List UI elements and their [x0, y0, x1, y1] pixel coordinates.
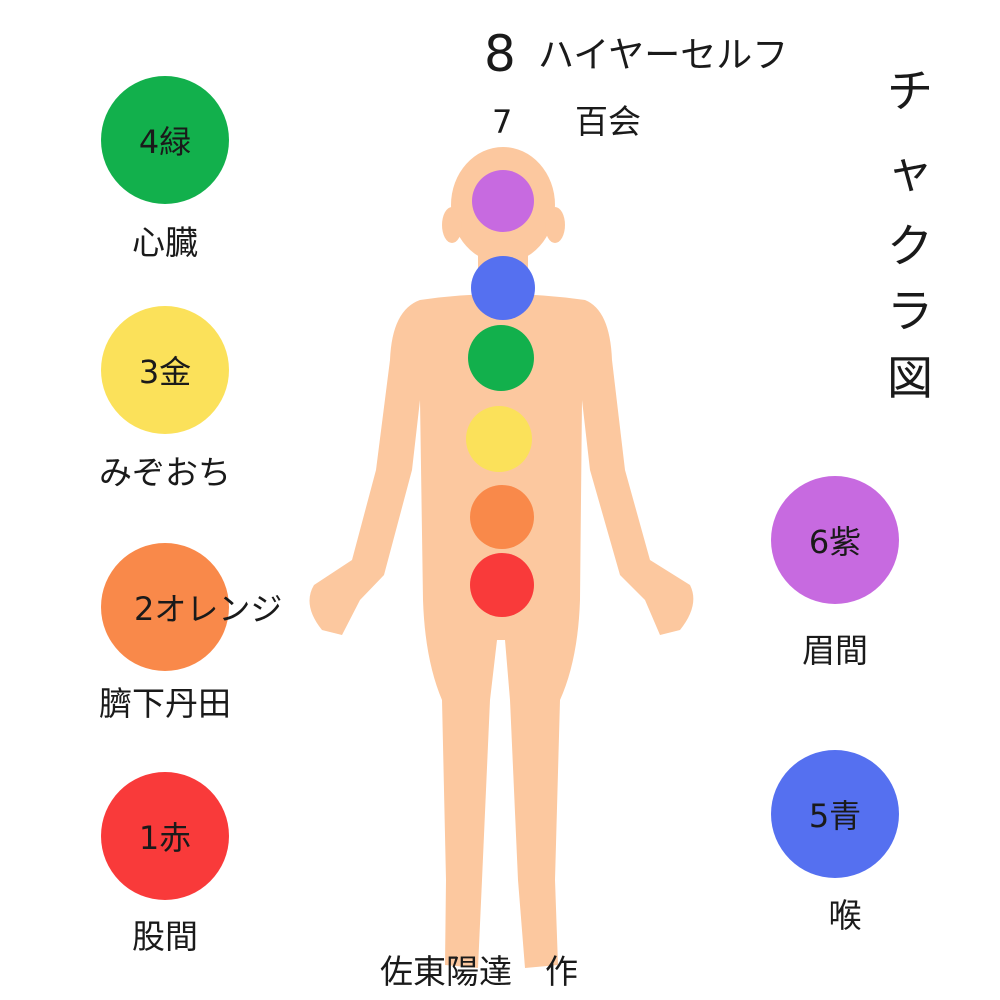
root-chakra-caption: 股間	[132, 917, 198, 956]
title-char-2: ャ	[887, 144, 933, 198]
sacral-chakra-caption: 臍下丹田	[99, 684, 231, 723]
throat-chakra-label: 5青	[808, 797, 862, 835]
brow-chakra-caption: 眉間	[802, 631, 868, 670]
solar-plexus-chakra-label: 3金	[138, 353, 192, 391]
author-credit: 佐東陽達 作	[380, 952, 578, 991]
crown-number: 7	[492, 103, 513, 141]
title-char-1: チ	[887, 64, 933, 118]
crown-dot	[472, 170, 534, 232]
heart-chakra-caption: 心臓	[132, 223, 198, 262]
solar-plexus-chakra-circle: 3金	[101, 306, 229, 434]
throat-dot	[471, 256, 535, 320]
title-char-5: 図	[887, 351, 933, 405]
heart-chakra-circle: 4緑	[101, 76, 229, 204]
solar-dot	[466, 406, 532, 472]
sacral-chakra-label: 2オレンジ	[134, 590, 283, 628]
heart-chakra-label: 4緑	[138, 123, 192, 161]
heart-dot	[468, 325, 534, 391]
root-dot	[470, 553, 534, 617]
throat-chakra-caption: 喉	[828, 896, 862, 935]
brow-chakra-circle: 6紫	[771, 476, 899, 604]
brow-chakra-label: 6紫	[808, 523, 862, 561]
sacral-dot	[470, 485, 534, 549]
title-char-4: ラ	[887, 284, 933, 338]
throat-chakra-circle: 5青	[771, 750, 899, 878]
root-chakra-label: 1赤	[138, 819, 192, 857]
solar-plexus-chakra-caption: みぞおち	[99, 453, 231, 492]
crown-name: 百会	[575, 102, 641, 141]
higher-self-label: ハイヤーセルフ	[538, 35, 789, 76]
sacral-chakra-circle: 2オレンジ	[101, 543, 282, 671]
title-char-3: ク	[887, 219, 933, 273]
header-number: 8	[484, 25, 516, 83]
root-chakra-circle: 1赤	[101, 772, 229, 900]
